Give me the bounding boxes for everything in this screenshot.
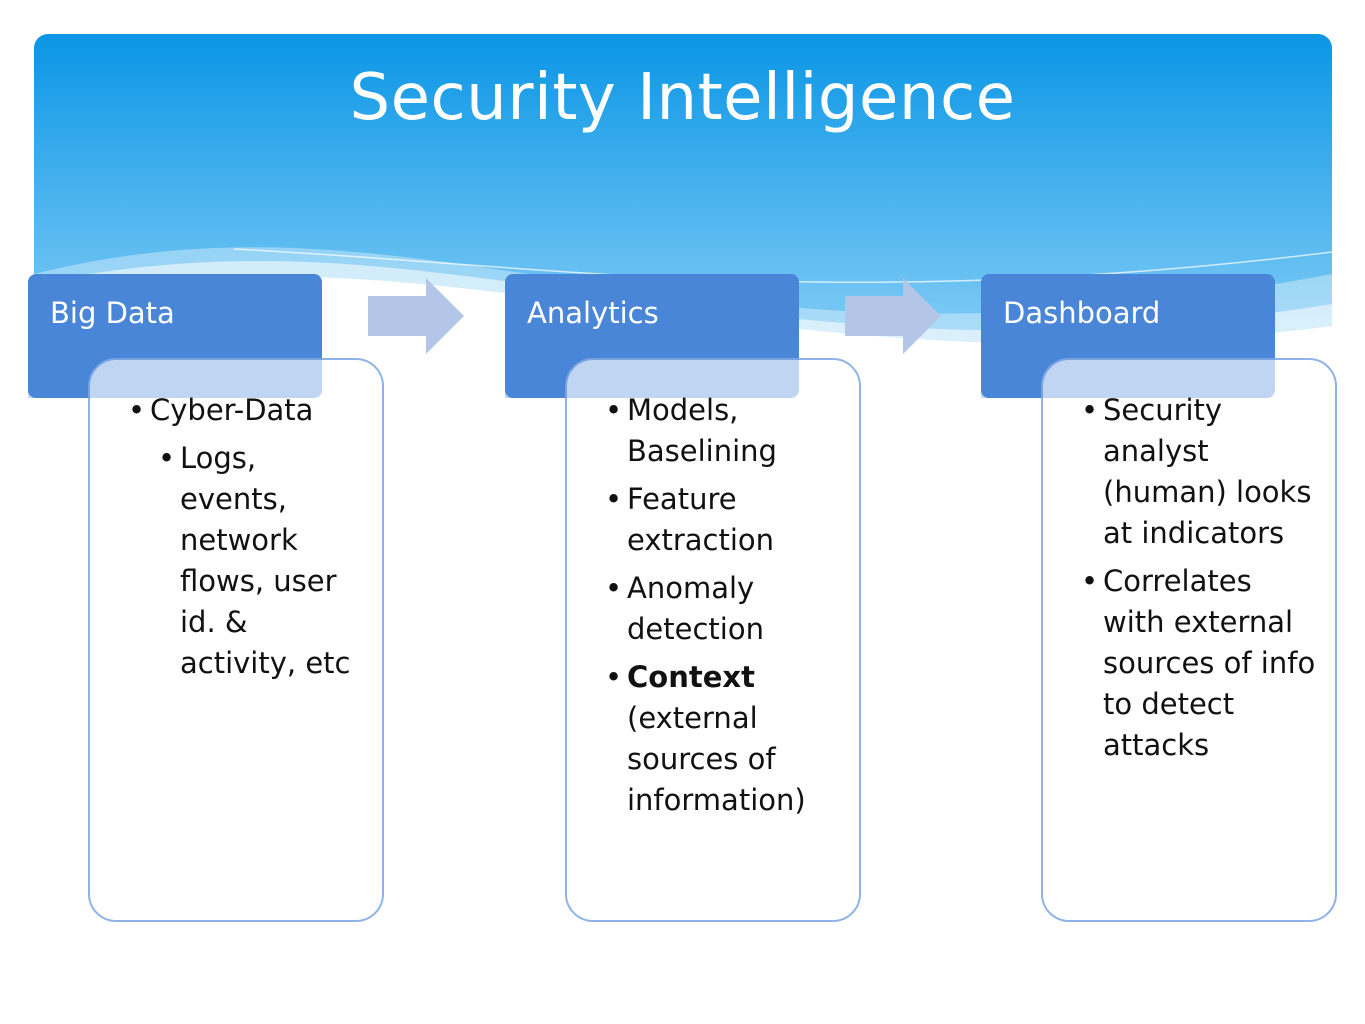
slide-title: Security Intelligence bbox=[349, 61, 1016, 135]
bullet-item: Logs, events, network flows, user id. & … bbox=[158, 438, 366, 684]
right-arrow-icon bbox=[368, 278, 464, 354]
stage-body-dashboard: Security analyst (human) looks at indica… bbox=[1041, 358, 1337, 922]
bullet-item: Anomaly detection bbox=[605, 568, 843, 650]
right-arrow-icon bbox=[845, 278, 941, 354]
bullet-item: Cyber-Data bbox=[128, 390, 366, 431]
stage-body-big-data: Cyber-Data Logs, events, network flows, … bbox=[88, 358, 384, 922]
stage-body-analytics: Models, Baselining Feature extraction An… bbox=[565, 358, 861, 922]
bullet-item: Feature extraction bbox=[605, 479, 843, 561]
bold-term: Context bbox=[627, 660, 755, 694]
bullet-item: Security analyst (human) looks at indica… bbox=[1081, 390, 1319, 554]
bullet-item: Correlates with external sources of info… bbox=[1081, 561, 1319, 766]
bullet-item: Context (external sources of information… bbox=[605, 657, 843, 821]
bullet-item: Models, Baselining bbox=[605, 390, 843, 472]
